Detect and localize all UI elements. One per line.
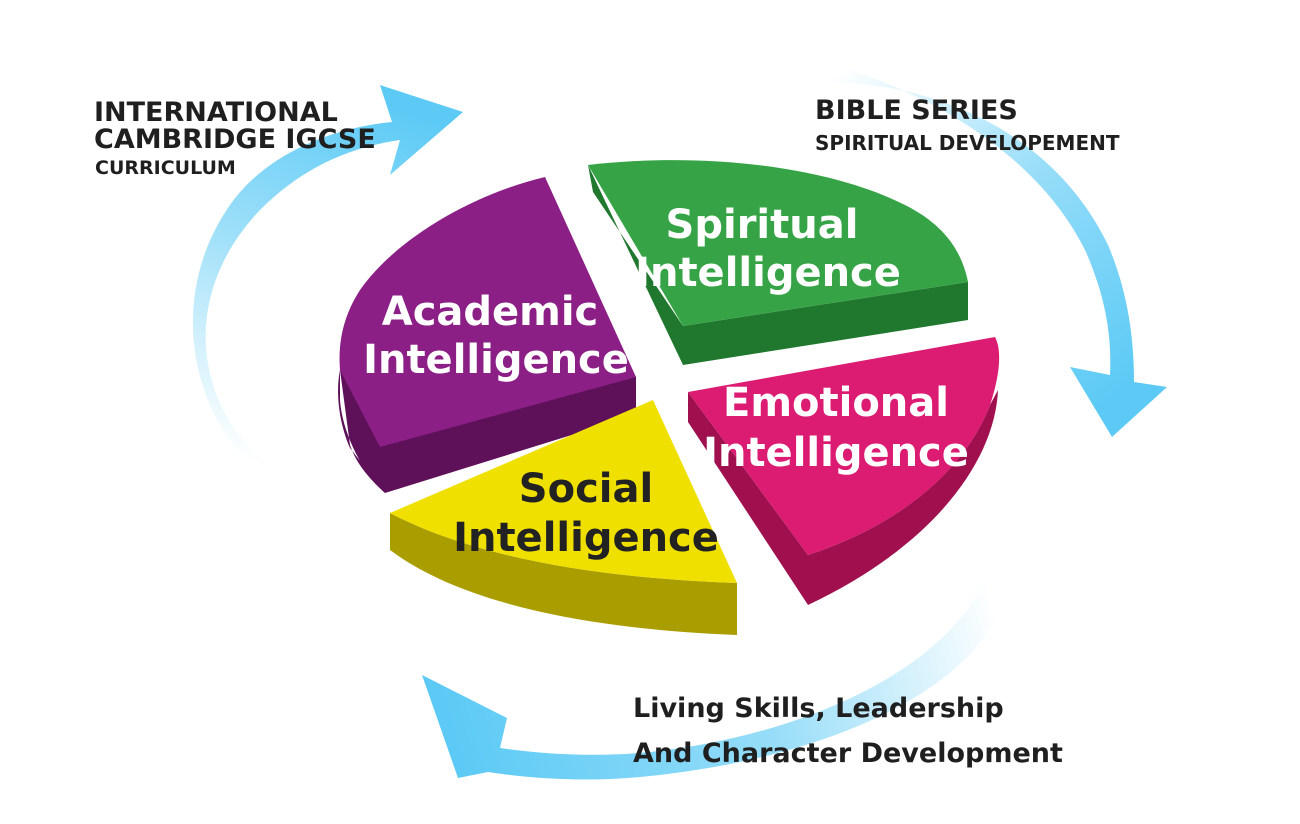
segment-spiritual-label-line1: Spiritual [666,202,859,248]
label-living-line1: Living Skills, Leadership [633,693,1004,724]
label-bible-line2: SPIRITUAL DEVELOPEMENT [815,131,1120,155]
segment-academic-label-line1: Academic [382,289,599,335]
segment-emotional-label-line2: Intelligence [703,430,969,476]
segment-social-label-line2: Intelligence [453,515,719,561]
segment-academic-top [339,177,636,447]
label-living: Living Skills, Leadership And Character … [633,693,1063,769]
segment-emotional-label-line1: Emotional [723,380,949,426]
label-bible: BIBLE SERIES SPIRITUAL DEVELOPEMENT [815,95,1120,155]
segment-spiritual: Spiritual Intelligence [588,160,968,365]
segment-emotional: Emotional Intelligence [688,337,1000,605]
segment-academic-label-line2: Intelligence [363,337,629,383]
label-living-line2: And Character Development [633,738,1063,769]
segment-social-top [390,400,737,583]
segment-academic: Academic Intelligence [338,177,636,493]
segment-spiritual-top [588,160,968,326]
segment-social: Social Intelligence [390,400,737,635]
segment-emotional-top [688,337,1000,555]
segment-social-side [390,513,737,635]
label-bible-line1: BIBLE SERIES [815,95,1018,126]
label-cambridge: INTERNATIONAL CAMBRIDGE IGCSE CURRICULUM [94,97,376,179]
label-cambridge-line1: INTERNATIONAL [94,97,338,128]
arrow-bottom [422,578,1005,780]
arrow-right [825,62,1167,437]
segment-social-label-line1: Social [519,466,653,512]
segment-emotional-side [688,390,998,605]
label-cambridge-line2: CAMBRIDGE IGCSE [94,124,376,155]
segment-spiritual-side [588,165,968,365]
arrow-left [192,85,463,490]
label-cambridge-line3: CURRICULUM [95,157,236,179]
segment-spiritual-label-line2: Intelligence [635,250,901,296]
